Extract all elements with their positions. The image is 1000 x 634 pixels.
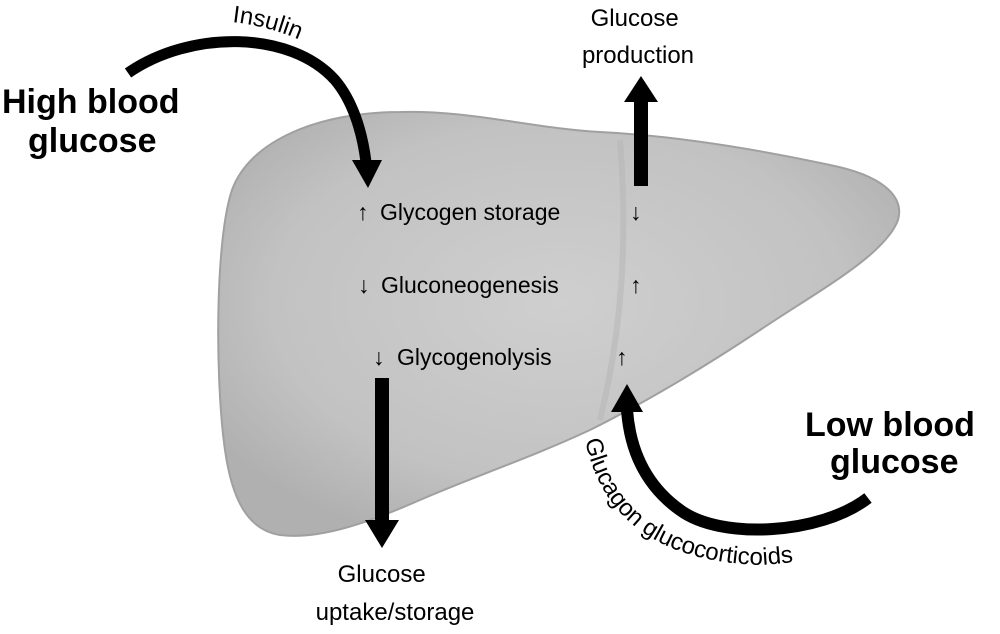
insulin-effect-icon: ↑ (357, 199, 369, 225)
high-blood-glucose-label: High blood glucose (2, 83, 189, 160)
glucose-uptake-arrow (365, 378, 399, 548)
glucagon-glucocorticoids-label: Glucagon glucocorticoids (579, 435, 794, 571)
insulin-effect-icon: ↓ (373, 344, 385, 370)
liver-shape (217, 110, 901, 537)
insulin-effect-icon: ↓ (358, 272, 370, 298)
glucagon-effect-icon: ↑ (630, 272, 642, 298)
liver-fissure (597, 139, 627, 421)
glucagon-effect-icon: ↑ (616, 344, 628, 370)
low-blood-glucose-label: Low blood glucose (805, 406, 984, 481)
process-glycogen-storage: ↑ Glycogen storage ↓ (357, 199, 642, 225)
glucose-production-label: Glucose production (582, 5, 694, 69)
process-glycogenolysis: ↓ Glycogenolysis ↑ (373, 344, 628, 370)
glucagon-arrow (611, 384, 872, 536)
glucose-production-arrow (624, 76, 658, 186)
process-label: Glycogen storage (380, 199, 560, 225)
glucose-uptake-label: Glucose uptake/storage (316, 561, 475, 626)
process-label: Glycogenolysis (397, 344, 552, 370)
process-label: Gluconeogenesis (381, 272, 559, 298)
process-gluconeogenesis: ↓ Gluconeogenesis ↑ (358, 272, 642, 298)
glucagon-effect-icon: ↓ (630, 199, 642, 225)
insulin-arrow (124, 36, 382, 188)
